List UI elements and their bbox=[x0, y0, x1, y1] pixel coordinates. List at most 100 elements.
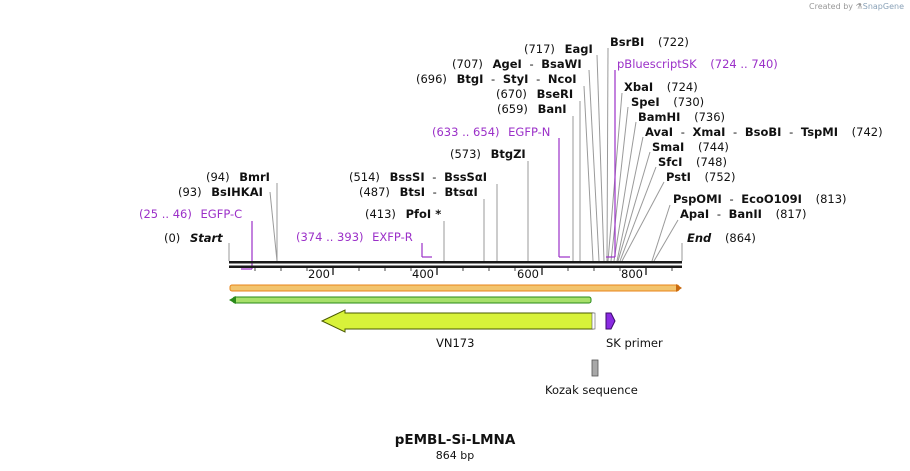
primer-pbluescriptsk-name: pBluescriptSK bbox=[617, 57, 697, 71]
site-pos: (670) bbox=[496, 87, 527, 101]
site-pos: (748) bbox=[696, 155, 727, 169]
site-name: BanII bbox=[729, 207, 762, 221]
site-name: BtgZI bbox=[491, 147, 526, 161]
site-pos: (736) bbox=[694, 110, 725, 124]
feature-vn173-label: VN173 bbox=[436, 336, 474, 350]
site-pos: (413) bbox=[365, 207, 396, 221]
site-pos: (817) bbox=[776, 207, 807, 221]
end-label: End (864) bbox=[687, 231, 756, 245]
plasmid-name: pEMBL-Si-LMNA bbox=[395, 432, 516, 448]
site-name: SpeI bbox=[631, 95, 660, 109]
site-pos: (696) bbox=[416, 72, 447, 86]
site-name: EagI bbox=[565, 42, 593, 56]
primer-exfp-r[interactable]: (374 .. 393) EXFP-R bbox=[296, 230, 413, 244]
primer-egfp-c-name: EGFP-C bbox=[201, 207, 243, 221]
site-psti[interactable]: PstI (752) bbox=[666, 170, 735, 184]
site-avai[interactable]: AvaI - XmaI - BsoBI - TspMI (742) bbox=[645, 125, 883, 139]
start-pos: (0) bbox=[164, 231, 180, 245]
site-pos: (514) bbox=[349, 170, 380, 184]
primer-egfp-c[interactable]: (25 .. 46) EGFP-C bbox=[139, 207, 242, 221]
site-name: SfcI bbox=[658, 155, 682, 169]
orf-forward bbox=[229, 284, 680, 292]
site-btgzi[interactable]: (573) BtgZI bbox=[450, 147, 526, 161]
site-pfoi[interactable]: (413) PfoI * bbox=[365, 207, 441, 221]
primer-pbluescriptsk[interactable]: pBluescriptSK (724 .. 740) bbox=[617, 57, 778, 71]
site-name: AvaI bbox=[645, 125, 673, 139]
primer-egfp-c-range: (25 .. 46) bbox=[139, 207, 192, 221]
site-agei[interactable]: (707) AgeI - BsaWI bbox=[452, 57, 582, 71]
site-xbai[interactable]: XbaI (724) bbox=[624, 80, 698, 94]
site-psppomi[interactable]: PspOMI - EcoO109I (813) bbox=[673, 192, 847, 206]
site-pos: (724) bbox=[667, 80, 698, 94]
site-name: BsoBI bbox=[745, 125, 782, 139]
credit-brand: SnapGene bbox=[862, 2, 904, 11]
primer-egfp-n[interactable]: (633 .. 654) EGFP-N bbox=[432, 125, 550, 139]
site-smai[interactable]: SmaI (744) bbox=[652, 140, 729, 154]
features: VN173 SK primer Kozak sequence bbox=[320, 309, 663, 397]
start-label: (0) Start bbox=[164, 231, 223, 245]
site-bsihkai[interactable]: (93) BsIHKAI bbox=[178, 185, 263, 199]
site-name: StyI bbox=[503, 72, 529, 86]
site-btgi[interactable]: (696) BtgI - StyI - NcoI bbox=[416, 72, 577, 86]
site-bamhi[interactable]: BamHI (736) bbox=[638, 110, 725, 124]
primer-labels: (25 .. 46) EGFP-C (374 .. 393) EXFP-R (6… bbox=[139, 57, 778, 244]
orf-reverse-arrow-icon bbox=[229, 296, 236, 304]
site-apai[interactable]: ApaI - BanII (817) bbox=[680, 207, 807, 221]
site-spei[interactable]: SpeI (730) bbox=[631, 95, 704, 109]
site-name: NcoI bbox=[548, 72, 577, 86]
site-pos: (717) bbox=[524, 42, 555, 56]
site-name: BssSI bbox=[390, 170, 425, 184]
site-bani[interactable]: (659) BanI bbox=[497, 102, 567, 116]
primer-pbluescriptsk-range: (724 .. 740) bbox=[710, 57, 778, 71]
site-bsrbi[interactable]: BsrBI (722) bbox=[610, 35, 689, 49]
site-name: BanI bbox=[538, 102, 567, 116]
site-name: XbaI bbox=[624, 80, 653, 94]
site-pos: (94) bbox=[206, 170, 230, 184]
site-name: BseRI bbox=[537, 87, 574, 101]
primer-exfp-r-range: (374 .. 393) bbox=[296, 230, 364, 244]
plasmid-length: 864 bp bbox=[436, 449, 474, 462]
site-pos: (487) bbox=[359, 185, 390, 199]
feature-vn173-arrow[interactable] bbox=[320, 309, 594, 333]
snapgene-logo-icon: ⚗ bbox=[855, 2, 863, 11]
site-name: BsrBI bbox=[610, 35, 644, 49]
site-name: XmaI bbox=[693, 125, 726, 139]
feature-sk-primer-arrow[interactable] bbox=[605, 312, 616, 330]
end-name: End bbox=[687, 231, 712, 245]
orf-forward-arrow-icon bbox=[676, 284, 682, 292]
site-bsssi[interactable]: (514) BssSI - BssSαI bbox=[349, 170, 487, 184]
site-name: PfoI * bbox=[406, 207, 442, 221]
site-pos: (744) bbox=[698, 140, 729, 154]
feature-kozak-label: Kozak sequence bbox=[545, 383, 638, 397]
site-name: BssSαI bbox=[444, 170, 487, 184]
snapgene-credit: Created by ⚗SnapGene bbox=[809, 2, 904, 11]
site-name: ApaI bbox=[680, 207, 709, 221]
enzyme-site-labels: (94) BmrI (93) BsIHKAI (413) PfoI * (487… bbox=[178, 35, 883, 221]
site-bmri[interactable]: (94) BmrI bbox=[206, 170, 270, 184]
end-pos: (864) bbox=[725, 231, 756, 245]
site-sfci[interactable]: SfcI (748) bbox=[658, 155, 727, 169]
orf-tracks bbox=[229, 284, 682, 304]
site-name: SmaI bbox=[652, 140, 684, 154]
site-bseri[interactable]: (670) BseRI bbox=[496, 87, 573, 101]
site-pos: (730) bbox=[673, 95, 704, 109]
site-pos: (93) bbox=[178, 185, 202, 199]
site-name: PspOMI bbox=[673, 192, 722, 206]
site-btsi[interactable]: (487) BtsI - BtsαI bbox=[359, 185, 478, 199]
ruler-label-400: 400 bbox=[412, 267, 434, 281]
primer-egfp-n-name: EGFP-N bbox=[508, 125, 550, 139]
primer-egfp-n-range: (633 .. 654) bbox=[432, 125, 500, 139]
feature-kozak-box[interactable] bbox=[591, 359, 599, 377]
site-pos: (573) bbox=[450, 147, 481, 161]
site-name: AgeI bbox=[493, 57, 522, 71]
site-name: PstI bbox=[666, 170, 691, 184]
site-pos: (707) bbox=[452, 57, 483, 71]
site-pos: (742) bbox=[852, 125, 883, 139]
ruler-label-200: 200 bbox=[308, 267, 330, 281]
site-name: BsaWI bbox=[541, 57, 581, 71]
site-eagi[interactable]: (717) EagI bbox=[524, 42, 593, 56]
ruler: 200 400 600 800 bbox=[254, 267, 673, 281]
orf-reverse bbox=[232, 296, 592, 304]
backbone bbox=[229, 261, 682, 268]
site-name: BtsI bbox=[400, 185, 425, 199]
